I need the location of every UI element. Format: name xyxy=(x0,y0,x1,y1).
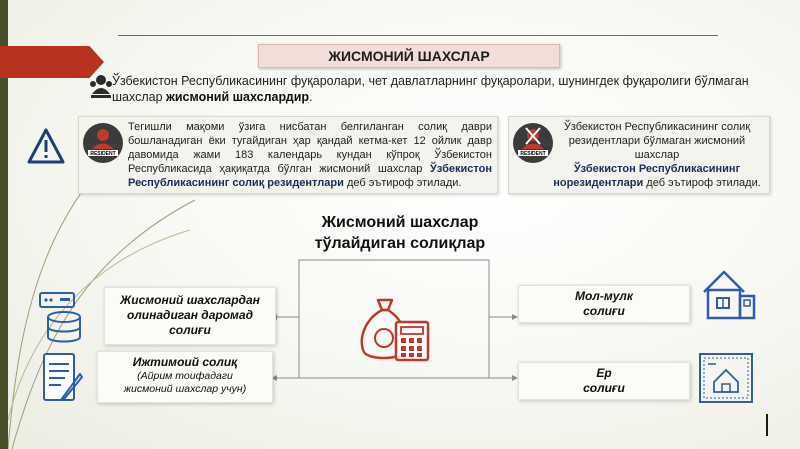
nonresident-badge-icon: RESIDENT xyxy=(513,123,553,163)
intro-text: Ўзбекистон Республикасининг фуқаролари, … xyxy=(112,74,749,104)
social-tax-box: Ижтимоий солиқ (Айрим тоифадаги жисмоний… xyxy=(97,351,273,403)
resident-text: Тегишли мақоми ўзига нисбатан белгиланга… xyxy=(128,121,492,189)
database-icon xyxy=(39,292,81,343)
income-tax-box: Жисмоний шахслардан олинадиган даромад с… xyxy=(104,287,276,345)
land-tax-box: Ер солиғи xyxy=(518,362,690,400)
red-arrow-shape xyxy=(0,46,104,78)
resident-badge-icon: RESIDENT xyxy=(83,123,123,163)
property-tax-box: Мол-мулк солиғи xyxy=(518,285,690,323)
top-divider xyxy=(118,35,718,36)
people-icon xyxy=(90,75,112,98)
page-title: ЖИСМОНИЙ ШАХСЛАР xyxy=(258,44,560,68)
resident-card xyxy=(78,116,498,194)
resident-badge-label: RESIDENT xyxy=(90,151,115,157)
nonresident-text: Ўзбекистон Республикасининг солиқ резиде… xyxy=(553,121,761,189)
house-icon xyxy=(703,270,756,320)
nonresident-card xyxy=(508,116,770,194)
land-plan-icon xyxy=(699,353,753,403)
warning-icon xyxy=(27,128,65,164)
document-form-icon xyxy=(43,353,83,401)
money-bag-calculator-icon xyxy=(360,298,430,362)
text-cursor xyxy=(766,414,768,436)
left-accent-bar xyxy=(0,0,8,449)
nonresident-badge-label: RESIDENT xyxy=(520,151,545,157)
taxes-heading: Жисмоний шахслар тўлайдиган солиқлар xyxy=(314,214,486,252)
